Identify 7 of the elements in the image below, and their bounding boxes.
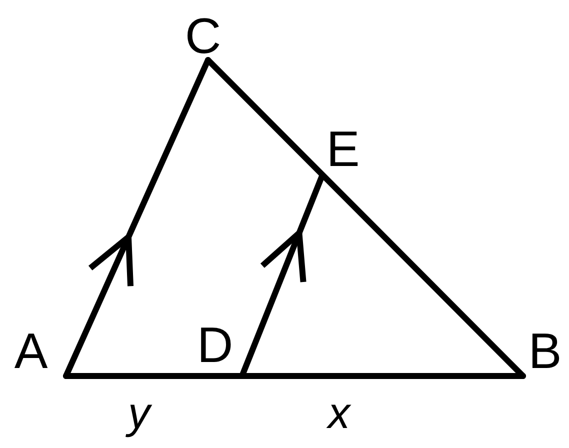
vertex-label: A [14, 326, 48, 376]
vertex-label: D [196, 320, 234, 370]
vertex-label: B [528, 326, 562, 376]
vertex-label: E [326, 124, 360, 174]
segment-label: x [328, 392, 350, 436]
segment-label: y [128, 392, 150, 436]
vertex-label: C [184, 11, 222, 61]
